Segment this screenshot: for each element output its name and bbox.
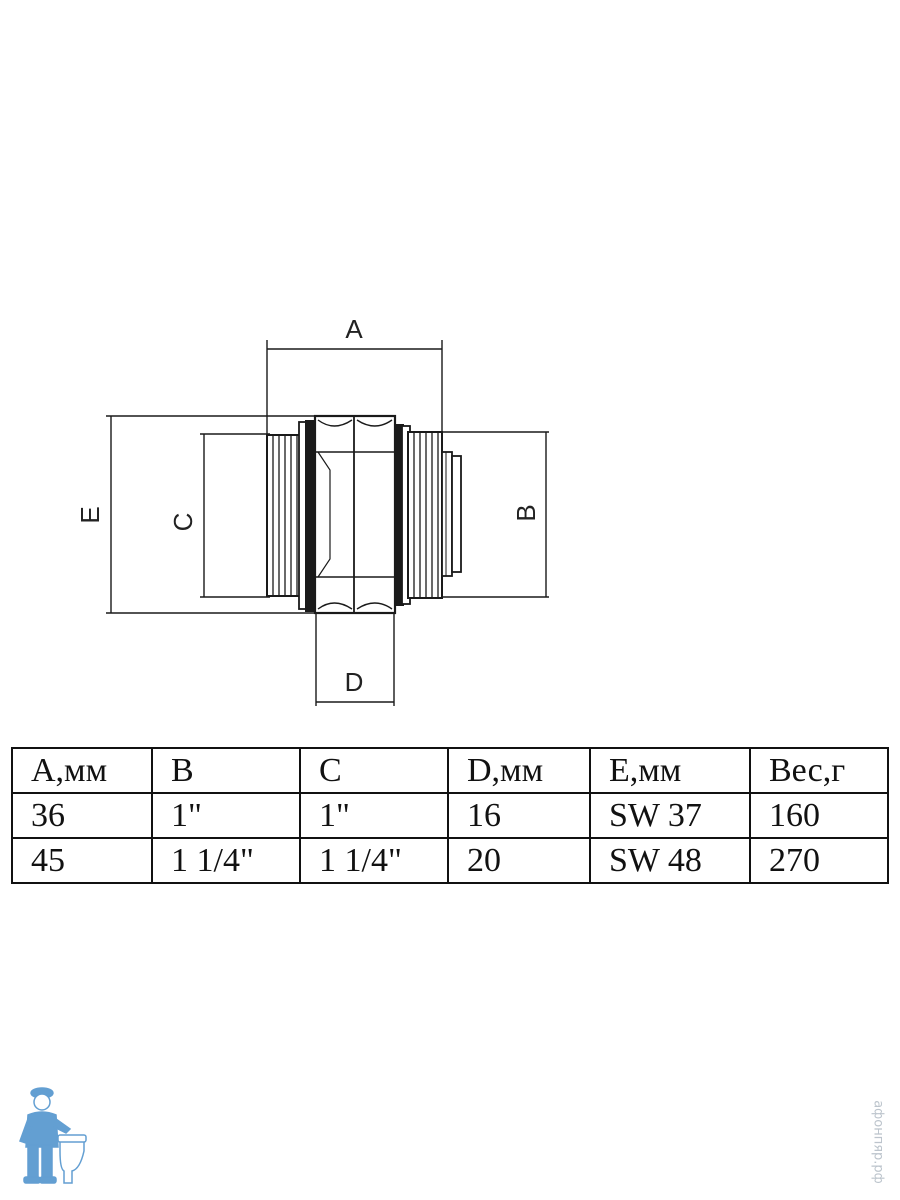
table-cell: 1 1/4" [151,837,301,884]
table-row: 36 1" 1" 16 SW 37 160 [11,792,889,839]
table-cell: 1" [151,792,301,839]
table-cell: 16 [447,792,591,839]
table-cell: SW 37 [589,792,751,839]
dimension-label-b: B [511,504,541,521]
dimension-label-d: D [345,667,364,697]
header-b: B [151,747,301,794]
table-cell: SW 48 [589,837,751,884]
header-d: D,мм [447,747,591,794]
dimension-label-a: A [345,314,363,344]
hex-nut [313,414,397,615]
dimensions-table: A,мм B C D,мм E,мм Вес,г 36 1" 1" 16 SW … [11,747,889,884]
table-cell: 45 [11,837,153,884]
plumber-mascot-icon [19,1087,87,1184]
header-c: C [299,747,449,794]
right-thread [401,425,462,605]
table-cell: 270 [749,837,889,884]
table-cell: 1 1/4" [299,837,449,884]
table-row: 45 1 1/4" 1 1/4" 20 SW 48 270 [11,837,889,884]
table-cell: 160 [749,792,889,839]
header-a: A,мм [11,747,153,794]
dimension-label-e: E [75,506,105,523]
header-e: E,мм [589,747,751,794]
left-thread [266,421,309,610]
dimension-label-c: C [168,513,198,532]
fitting-technical-drawing: A D E C B [75,314,549,706]
table-header-row: A,мм B C D,мм E,мм Вес,г [11,747,889,794]
table-cell: 36 [11,792,153,839]
watermark-text: афонпяр.рф [870,1100,886,1184]
header-weight: Вес,г [749,747,889,794]
site-watermark: афонпяр.рф [858,1090,898,1194]
table-cell: 1" [299,792,449,839]
table-cell: 20 [447,837,591,884]
